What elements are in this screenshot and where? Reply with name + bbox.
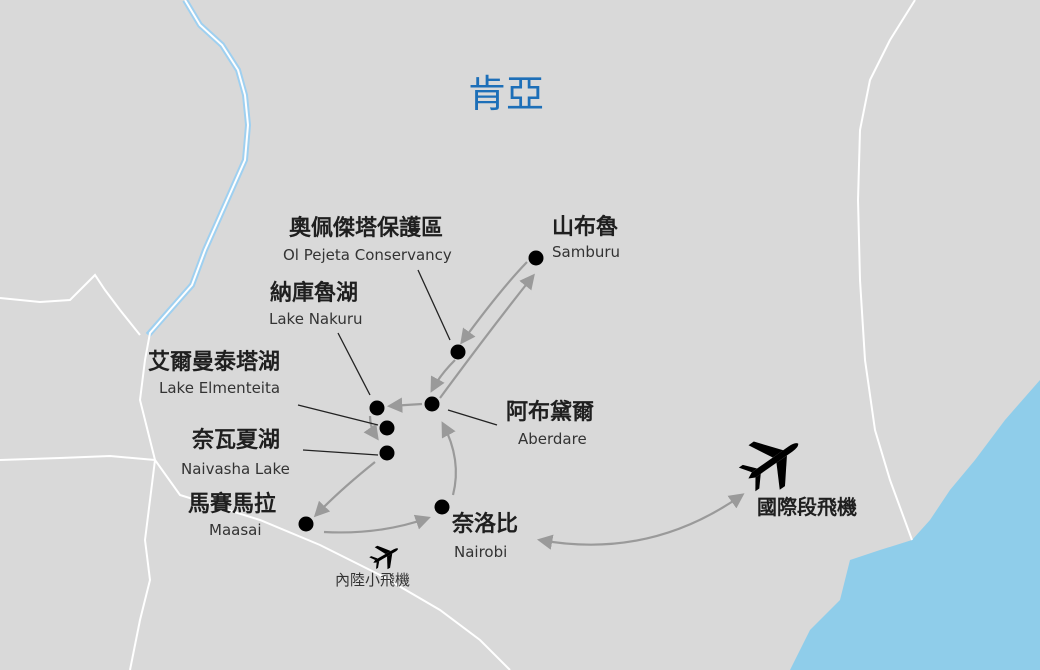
leader-lines bbox=[297, 269, 498, 456]
label-olpejeta-en: Ol Pejeta Conservancy bbox=[283, 246, 452, 264]
label-nairobi-zh: 奈洛比 bbox=[452, 512, 519, 537]
marker-maasai bbox=[298, 516, 314, 532]
label-aberdare-en: Aberdare bbox=[518, 430, 587, 448]
route-lines bbox=[313, 261, 745, 550]
route-nakuru-naivasha bbox=[363, 415, 379, 441]
route-naivasha-maasai bbox=[313, 461, 376, 518]
route-maasai-nairobi bbox=[323, 514, 431, 534]
label-maasai-zh: 馬賽馬拉 bbox=[188, 492, 277, 517]
label-international-flight: 國際段飛機 bbox=[757, 495, 857, 519]
map-title: 肯亞 bbox=[468, 72, 545, 116]
route-nairobi-aberdare bbox=[441, 421, 457, 496]
country-borders bbox=[0, 0, 916, 670]
label-elmenteita-zh: 艾爾曼泰塔湖 bbox=[148, 350, 281, 375]
marker-samburu bbox=[528, 250, 544, 266]
marker-olpejeta bbox=[450, 344, 466, 360]
label-nairobi-en: Nairobi bbox=[454, 543, 508, 561]
route-samburu-olpejeta bbox=[460, 261, 528, 345]
airplane-icon bbox=[738, 441, 799, 492]
sea-area bbox=[790, 380, 1040, 670]
label-nakuru-zh: 納庫魯湖 bbox=[270, 281, 359, 306]
small-airplane-icon bbox=[369, 545, 398, 570]
label-nakuru-en: Lake Nakuru bbox=[269, 310, 363, 328]
marker-nairobi bbox=[434, 499, 450, 515]
route-olpejeta-aberdare bbox=[430, 359, 456, 393]
label-samburu-zh: 山布魯 bbox=[552, 215, 619, 240]
label-naivasha-zh: 奈瓦夏湖 bbox=[192, 428, 281, 453]
marker-nakuru bbox=[369, 400, 385, 416]
marker-elmenteita bbox=[379, 420, 395, 436]
label-aberdare-zh: 阿布黛爾 bbox=[506, 400, 595, 425]
label-elmenteita-en: Lake Elmenteita bbox=[159, 379, 281, 397]
label-samburu-en: Samburu bbox=[552, 243, 621, 261]
label-naivasha-en: Naivasha Lake bbox=[181, 460, 290, 478]
marker-naivasha bbox=[379, 445, 395, 461]
label-domestic-flight: 內陸小飛機 bbox=[335, 571, 411, 589]
label-olpejeta-zh: 奧佩傑塔保護區 bbox=[289, 216, 444, 241]
location-markers bbox=[298, 250, 544, 532]
label-maasai-en: Maasai bbox=[209, 521, 262, 539]
route-aberdare-nakuru bbox=[386, 397, 423, 413]
route-aberdare-samburu bbox=[439, 273, 535, 399]
marker-aberdare bbox=[424, 396, 440, 412]
route-international bbox=[536, 493, 745, 550]
